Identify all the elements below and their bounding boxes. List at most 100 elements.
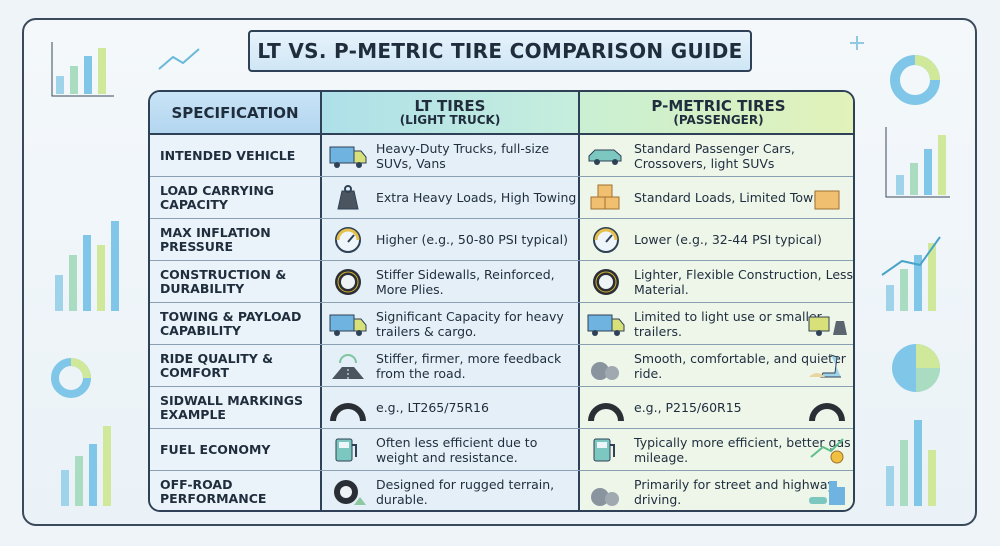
- seat-icon: [808, 354, 842, 378]
- lt-value: Heavy-Duty Trucks, full-size SUVs, Vans: [376, 140, 550, 171]
- pie-chart-decoration-icon: [892, 344, 940, 392]
- gauge-icon: [334, 226, 362, 253]
- title-banner: LT VS. P-METRIC TIRE COMPARISON GUIDE: [234, 30, 766, 74]
- lt-value: Often less efficient due to weight and r…: [376, 434, 538, 465]
- boxes-icon: [590, 184, 620, 209]
- dump-truck-icon: [329, 314, 367, 336]
- p-metric-value: Standard Passenger Cars, Crossovers, lig…: [634, 140, 795, 171]
- header-spec-label: SPECIFICATION: [171, 103, 299, 122]
- spec-label: CONSTRUCTION & DURABILITY: [150, 261, 322, 302]
- fuel-pump-icon: [335, 437, 357, 462]
- road-gauge-icon: [331, 353, 365, 380]
- table-row: OFF-ROAD PERFORMANCE Designed for rugged …: [150, 471, 853, 510]
- donut-chart-decoration-icon: [890, 55, 940, 105]
- p-metric-value: Primarily for street and highway driving…: [634, 477, 835, 507]
- sparkle-icon: [850, 36, 864, 50]
- tire-icon: [334, 268, 362, 295]
- header-p-subtitle: (PASSENGER): [673, 113, 764, 127]
- spec-label: FUEL ECONOMY: [150, 429, 322, 470]
- table-row: RIDE QUALITY & COMFORT Stiffer, firmer, m…: [150, 345, 853, 387]
- spec-label: SIDWALL MARKINGS EXAMPLE: [150, 387, 322, 428]
- header-lt-subtitle: (LIGHT TRUCK): [399, 113, 501, 127]
- lt-cell: Heavy-Duty Trucks, full-size SUVs, Vans: [322, 135, 580, 176]
- p-metric-cell: Typically more efficient, better gas mil…: [580, 429, 853, 470]
- lt-value: Extra Heavy Loads, High Towing: [376, 190, 577, 205]
- header-p-metric-tires: P-METRIC TIRES(PASSENGER): [580, 92, 853, 135]
- bar-chart-decoration-icon: [55, 221, 119, 311]
- lt-cell: Designed for rugged terrain, durable.: [322, 471, 580, 510]
- box-icon: [814, 190, 840, 210]
- tire-icon: [592, 268, 620, 295]
- page-title: LT VS. P-METRIC TIRE COMPARISON GUIDE: [257, 39, 743, 63]
- spec-label: LOAD CARRYING CAPACITY: [150, 177, 322, 218]
- weight-icon: [337, 184, 359, 210]
- spec-label: RIDE QUALITY & COMFORT: [150, 345, 322, 386]
- truck-icon: [329, 146, 367, 168]
- header-lt-tires: LT TIRES(LIGHT TRUCK): [322, 92, 580, 135]
- p-metric-cell: Primarily for street and highway driving…: [580, 471, 853, 510]
- trailer-kg-icon: [808, 316, 847, 337]
- lt-cell: e.g., LT265/75R16: [322, 387, 580, 428]
- van-icon: [587, 314, 625, 336]
- lt-value: Significant Capacity for heavy trailers …: [376, 308, 564, 339]
- p-metric-value: e.g., P215/60R15: [634, 400, 742, 415]
- lt-value: Higher (e.g., 50-80 PSI typical): [376, 232, 568, 247]
- spec-label: MAX INFLATION PRESSURE: [150, 219, 322, 260]
- rough-road-icon: [591, 361, 619, 380]
- p-metric-value: Smooth, comfortable, and quieter ride.: [634, 350, 846, 381]
- spec-label: INTENDED VEHICLE: [150, 135, 322, 176]
- offroad-tire-icon: [334, 480, 366, 505]
- p-metric-cell: e.g., P215/60R15: [580, 387, 853, 428]
- lt-cell: Often less efficient due to weight and r…: [322, 429, 580, 470]
- lt-cell: Stiffer, firmer, more feedback from the …: [322, 345, 580, 386]
- p-metric-cell: Lighter, Flexible Construction, Less Mat…: [580, 261, 854, 302]
- table-row: FUEL ECONOMY Often less efficient due to …: [150, 429, 853, 471]
- bar-chart-decoration-icon: [886, 420, 936, 506]
- bar-chart-decoration-icon: [881, 236, 941, 311]
- gauge-icon: [592, 226, 620, 253]
- bar-chart-decoration-icon: [61, 426, 111, 506]
- rocks-icon: [591, 488, 619, 506]
- donut-chart-decoration-icon: [51, 358, 91, 398]
- p-metric-cell: Lower (e.g., 32-44 PSI typical): [580, 219, 853, 260]
- spec-label: OFF-ROAD PERFORMANCE: [150, 471, 322, 510]
- bar-chart-decoration-icon: [885, 127, 950, 198]
- header-p-title: P-METRIC TIRES: [651, 97, 786, 115]
- lt-value: e.g., LT265/75R16: [376, 400, 489, 415]
- coins-trend-icon: [810, 438, 844, 464]
- car-icon: [588, 149, 622, 165]
- header-lt-title: LT TIRES: [414, 97, 486, 115]
- p-metric-value: Typically more efficient, better gas mil…: [634, 434, 851, 465]
- fuel-pump-icon: [593, 437, 615, 462]
- p-metric-cell: Limited to light use or smaller trailers…: [580, 303, 853, 344]
- header-specification: SPECIFICATION: [150, 92, 322, 135]
- p-metric-value: Lighter, Flexible Construction, Less Mat…: [634, 266, 854, 297]
- p-metric-cell: Standard Passenger Cars, Crossovers, lig…: [580, 135, 853, 176]
- lt-value: Stiffer Sidewalls, Reinforced, More Plie…: [376, 266, 555, 297]
- table-row: SIDWALL MARKINGS EXAMPLE e.g., LT265/75R1…: [150, 387, 853, 429]
- table-row: CONSTRUCTION & DURABILITY Stiffer Sidewal…: [150, 261, 854, 303]
- table-row: LOAD CARRYING CAPACITY Extra Heavy Loads,…: [150, 177, 853, 219]
- lt-cell: Stiffer Sidewalls, Reinforced, More Plie…: [322, 261, 580, 302]
- p-metric-value: Limited to light use or smaller trailers…: [634, 308, 822, 339]
- comparison-table: SPECIFICATION LT TIRES(LIGHT TRUCK) P-ME…: [148, 90, 855, 512]
- city-car-icon: [809, 481, 845, 505]
- sidewall-icon: [809, 403, 845, 421]
- sidewall-icon: [588, 402, 624, 421]
- lt-cell: Extra Heavy Loads, High Towing: [322, 177, 580, 218]
- p-metric-value: Lower (e.g., 32-44 PSI typical): [634, 232, 822, 247]
- spec-label: TOWING & PAYLOAD CAPABILITY: [150, 303, 322, 344]
- trend-line-decoration-icon: [158, 48, 200, 70]
- table-row: INTENDED VEHICLE Heavy-Duty Trucks, full-…: [150, 135, 853, 177]
- p-metric-value: Standard Loads, Limited Towing: [634, 190, 833, 205]
- lt-cell: Significant Capacity for heavy trailers …: [322, 303, 580, 344]
- lt-value: Stiffer, firmer, more feedback from the …: [376, 350, 562, 381]
- p-metric-cell: Smooth, comfortable, and quieter ride.: [580, 345, 853, 386]
- bar-chart-decoration-icon: [51, 42, 114, 97]
- table-row: MAX INFLATION PRESSURE Higher (e.g., 50-8…: [150, 219, 853, 261]
- lt-cell: Higher (e.g., 50-80 PSI typical): [322, 219, 580, 260]
- table-row: TOWING & PAYLOAD CAPABILITY Significant C…: [150, 303, 853, 345]
- sidewall-icon: [330, 402, 366, 421]
- lt-value: Designed for rugged terrain, durable.: [376, 477, 555, 507]
- p-metric-cell: Standard Loads, Limited Towing: [580, 177, 853, 218]
